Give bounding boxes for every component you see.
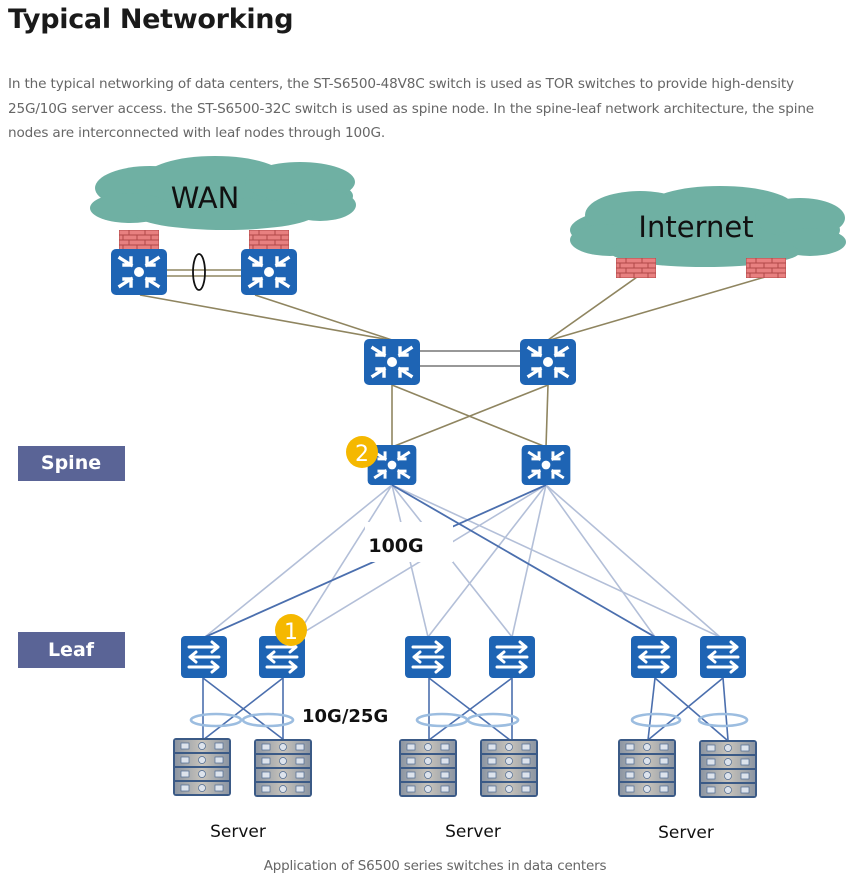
edge-router-icon [111,249,167,295]
layer-label-spine: Spine [18,446,125,481]
server-group-label: Server [445,822,501,842]
server-group-label: Server [658,823,714,843]
firewall-icon [119,230,159,250]
internet-cloud: Internet [570,186,846,267]
server-rack-icon [618,739,676,797]
callout-badge-2: 2 [346,436,378,468]
link-aggregation-ring-edge [192,253,206,291]
edge-router-icon [241,249,297,295]
leaf-switch-icon [405,636,451,678]
core-switch-icon [520,339,576,385]
leaf-switch-icon [631,636,677,678]
figure-caption: Application of S6500 series switches in … [263,858,607,874]
server-rack-icon [480,739,538,797]
link-label-backdrop [365,522,453,562]
svg-text:Spine: Spine [41,452,101,474]
leaf-switch-icon [700,636,746,678]
internet-label: Internet [638,210,753,244]
svg-text:2: 2 [355,442,369,467]
network-diagram: WAN Internet [18,156,846,843]
leaf-switch-icon [181,636,227,678]
layer-label-leaf: Leaf [18,632,125,668]
intro-paragraph: In the typical networking of data center… [8,76,815,141]
server-group-label: Server [210,822,266,842]
leaf-switch-icon [489,636,535,678]
server-rack-icon [254,739,312,797]
firewall-icon [249,230,289,250]
server-rack-icon [173,738,231,796]
svg-text:1: 1 [284,620,298,645]
server-rack-icon [399,739,457,797]
firewall-icon [746,258,786,278]
core-links [139,269,766,448]
core-switch-icon [364,339,420,385]
page-title: Typical Networking [8,4,294,35]
callout-badge-1: 1 [275,614,307,646]
firewall-icon [616,258,656,278]
leaf-server-links [202,677,729,741]
svg-text:Leaf: Leaf [48,639,95,661]
spine-switch-icon [520,445,572,485]
wan-label: WAN [171,181,240,215]
link-speed-label-10g-25g: 10G/25G [302,706,388,727]
core-interlink [420,350,520,367]
server-bundle-rings [189,712,749,728]
link-speed-label-100g: 100G [368,535,423,557]
spine-leaf-links [204,484,721,638]
server-rack-icon [699,740,757,798]
wan-cloud: WAN [90,156,356,230]
